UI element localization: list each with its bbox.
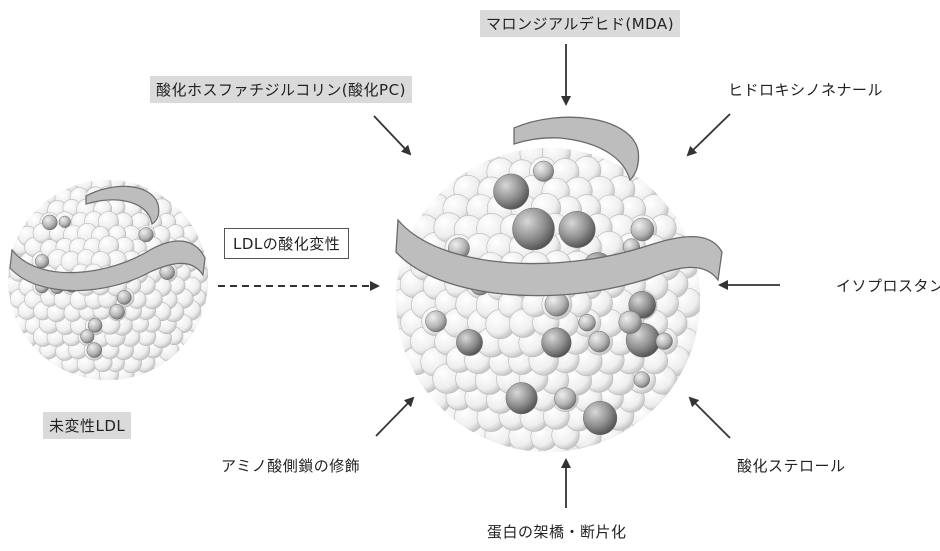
oxidized-sphere [505, 382, 538, 415]
label-native-ldl: 未変性LDL [43, 412, 132, 439]
apob-tail-large [513, 116, 640, 182]
oxidized-sphere [541, 327, 572, 358]
oxidized-sphere [618, 310, 642, 334]
arrow-aminoacid [375, 396, 415, 437]
label-ldl-oxidation: LDLの酸化変性 [224, 228, 350, 259]
label-hydroxynonenal: ヒドロキシノネナール [728, 81, 884, 99]
oxidized-sphere [628, 291, 656, 319]
label-mda: マロンジアルデヒド(MDA) [480, 10, 681, 37]
oxidized-sphere [554, 387, 577, 410]
oxidized-sphere [116, 290, 132, 305]
label-oxidized-sterol: 酸化ステロール [737, 457, 846, 475]
oxidized-sphere [533, 160, 554, 182]
oxidized-sphere [588, 330, 610, 353]
oxidized-sphere [58, 215, 71, 228]
oxidized-sphere [42, 214, 58, 231]
apob-band-small [9, 240, 206, 292]
oxidized-sphere [558, 211, 596, 248]
oxidized-sphere [34, 254, 50, 269]
native-ldl-particle [8, 180, 208, 380]
apob-tail-small [85, 185, 160, 226]
arrow-oxpc [373, 115, 412, 156]
oxidized-sphere [86, 342, 103, 358]
oxidized-sphere [425, 310, 447, 333]
oxidized-sphere [493, 173, 530, 210]
arrow-hne [686, 113, 731, 157]
oxidized-sphere [138, 227, 154, 243]
oxidized-sphere [456, 329, 483, 356]
oxidized-sphere [87, 318, 103, 333]
label-isoprostane: イソプロスタン [836, 277, 940, 295]
oxidized-sphere [80, 329, 95, 344]
apob-band-large [395, 218, 723, 297]
label-protein-crosslink: 蛋白の架橋・断片化 [487, 523, 627, 541]
oxidized-sphere [655, 332, 673, 350]
oxidized-sphere [512, 207, 555, 251]
label-aminoacid-modification: アミノ酸側鎖の修飾 [221, 457, 361, 475]
oxidized-ldl-particle [395, 116, 723, 452]
arrow-oxsterol [688, 396, 731, 439]
oxidized-sphere [109, 304, 125, 320]
oxidized-sphere [633, 371, 651, 388]
oxidized-sphere [578, 314, 596, 332]
label-oxidized-pc: 酸化ホスファチジルコリン(酸化PC) [150, 76, 412, 103]
oxidized-sphere [630, 217, 655, 242]
oxidized-sphere [583, 400, 618, 436]
